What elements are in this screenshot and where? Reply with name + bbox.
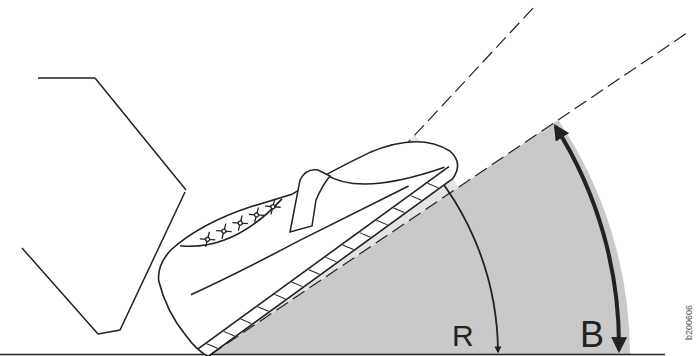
b-reference-line <box>210 31 690 355</box>
pedal <box>290 170 330 232</box>
angle-label: B <box>580 317 604 353</box>
trouser-leg <box>22 78 186 334</box>
watermark: b200606 <box>685 304 694 339</box>
floor-line <box>0 354 665 356</box>
shoe <box>139 82 464 356</box>
angle-label: R <box>452 321 474 351</box>
